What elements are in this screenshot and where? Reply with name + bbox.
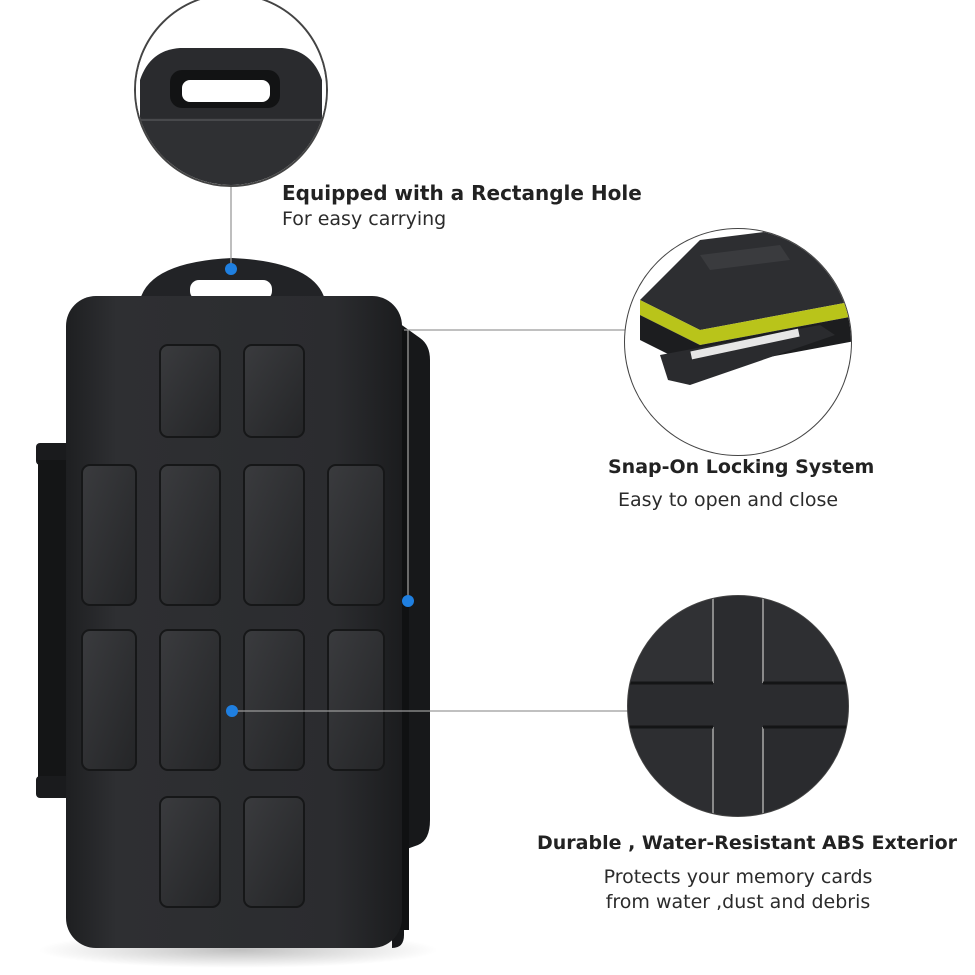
case-rib (81, 629, 137, 771)
case-rib (243, 796, 305, 908)
zoom-circle-texture (627, 595, 849, 817)
case-rib (159, 629, 221, 771)
case-rib (327, 629, 385, 771)
callout-lines (230, 183, 628, 712)
callout-subtitle-exterior-line1: Protects your memory cards (603, 866, 873, 888)
case-rib (159, 344, 221, 438)
zoom-circle-lock (624, 228, 852, 456)
case-rib (243, 464, 305, 606)
carry-loop (140, 258, 325, 300)
callout-title-rectangle-hole: Equipped with a Rectangle Hole (282, 181, 642, 205)
case-rib (159, 464, 221, 606)
case-body (66, 296, 402, 948)
case-ribs (81, 344, 385, 908)
zoom-circle-handle (134, 0, 328, 187)
callout-subtitle-locking: Easy to open and close (618, 489, 839, 511)
case-rib (243, 344, 305, 438)
case-rib (243, 629, 305, 771)
callout-title-exterior: Durable , Water-Resistant ABS Exterior (537, 832, 958, 854)
callout-subtitle-exterior-line2: from water ,dust and debris (605, 891, 871, 913)
case-rib (327, 464, 385, 606)
callout-subtitle-rectangle-hole: For easy carrying (282, 208, 447, 230)
case-rib (159, 796, 221, 908)
callout-title-locking: Snap-On Locking System (608, 456, 875, 478)
case-rib (81, 464, 137, 606)
callout-dots (225, 263, 414, 717)
